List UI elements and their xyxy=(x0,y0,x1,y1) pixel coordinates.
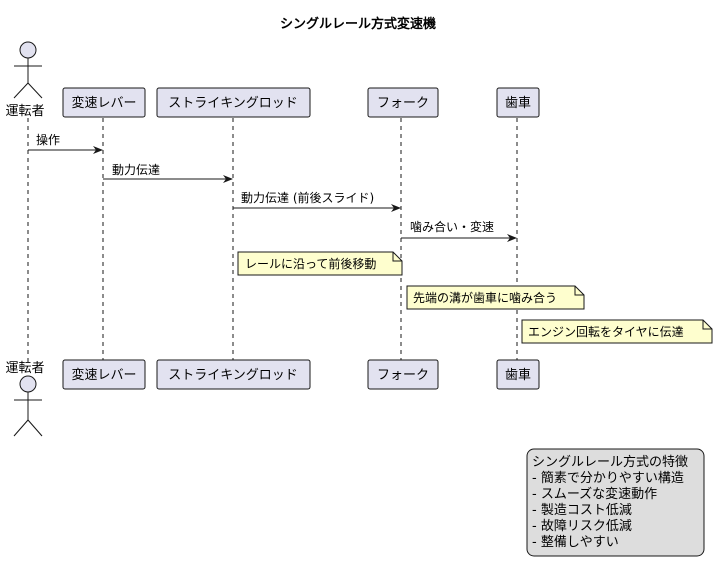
actor-driver-label-top: 運転者 xyxy=(5,104,44,119)
participant-lever-bottom: 変速レバー xyxy=(62,359,146,390)
diagram-title: シングルレール方式変速機 xyxy=(280,16,436,32)
note-gear-text: エンジン回転をタイヤに伝達 xyxy=(528,325,684,339)
legend-heading: シングルレール方式の特徴 xyxy=(532,454,688,470)
message-1: 操作 xyxy=(28,132,103,154)
participant-rod-bottom: ストライキングロッド xyxy=(156,359,311,390)
participant-lever-top: 変速レバー xyxy=(62,87,146,118)
actor-driver-bottom xyxy=(13,375,43,437)
message-3-label: 動力伝達 (前後スライド) xyxy=(241,190,374,205)
actor-head-icon xyxy=(19,41,37,59)
participant-rod-label: ストライキングロッド xyxy=(168,96,298,111)
legend-item: - 簡素で分かりやすい構造 xyxy=(532,471,684,486)
actor-head-icon xyxy=(19,375,37,393)
message-2: 動力伝達 xyxy=(103,163,233,183)
message-3: 動力伝達 (前後スライド) xyxy=(233,190,401,212)
message-4-label: 噛み合い・変速 xyxy=(410,219,494,234)
legend-item: - 故障リスク低減 xyxy=(532,518,632,534)
svg-text:フォーク: フォーク xyxy=(377,368,429,383)
participant-fork-label: フォーク xyxy=(377,96,429,111)
note-fork: 先端の溝が歯車に噛み合う xyxy=(406,285,585,310)
svg-text:変速レバー: 変速レバー xyxy=(71,367,136,383)
svg-text:歯車: 歯車 xyxy=(505,368,531,383)
note-fork-text: 先端の溝が歯車に噛み合う xyxy=(413,290,557,305)
note-rod: レールに沿って前後移動 xyxy=(237,251,403,276)
actor-driver-label-bottom: 運転者 xyxy=(5,361,44,376)
lifelines xyxy=(27,118,518,362)
participant-fork-bottom: フォーク xyxy=(367,359,439,390)
participant-rod-top: ストライキングロッド xyxy=(156,87,311,118)
message-4: 噛み合い・変速 xyxy=(401,219,517,242)
message-1-label: 操作 xyxy=(36,132,60,147)
participant-gear-label: 歯車 xyxy=(505,96,531,111)
participant-gear-bottom: 歯車 xyxy=(496,359,540,390)
svg-text:ストライキングロッド: ストライキングロッド xyxy=(168,368,298,383)
actor-driver-top xyxy=(13,41,43,99)
legend-box: シングルレール方式の特徴 - 簡素で分かりやすい構造 - スムーズな変速動作 -… xyxy=(526,448,705,557)
participant-gear-top: 歯車 xyxy=(496,87,540,118)
participant-lever-label: 変速レバー xyxy=(71,95,136,111)
legend-item: - 整備しやすい xyxy=(532,534,619,550)
message-2-label: 動力伝達 xyxy=(112,163,160,177)
legend-item: - 製造コスト低減 xyxy=(532,502,632,518)
participant-fork-top: フォーク xyxy=(367,87,439,118)
note-gear: エンジン回転をタイヤに伝達 xyxy=(521,319,713,344)
note-rod-text: レールに沿って前後移動 xyxy=(245,256,376,271)
legend-item: - スムーズな変速動作 xyxy=(532,486,657,502)
